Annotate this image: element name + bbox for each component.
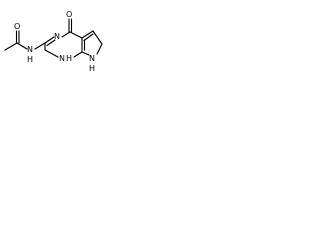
atom-label-o-ring: O (66, 10, 72, 19)
bond-n7-c7a (81, 51, 90, 56)
bond-c4a-c5-b (83, 33, 94, 42)
bond-carbonyl-amide-n (16, 42, 28, 50)
bond-c4a-c5-a (81, 30, 94, 39)
chemical-structure-diagram: O O N H N N H N H (4, 10, 103, 73)
atom-label-h-n7: H (89, 64, 95, 73)
atom-label-n7: N (89, 54, 95, 63)
atom-labels: O O N H N N H N H (14, 10, 95, 73)
atom-label-n3: N (54, 32, 60, 41)
bond-n1-c2 (44, 49, 59, 58)
bond-amide-n-c2 (34, 42, 46, 50)
atom-label-h-n1: H (66, 54, 72, 63)
bond-n3-c4 (61, 31, 71, 38)
bond-methyl-carbonyl (4, 42, 18, 51)
atom-label-o-acetyl: O (14, 22, 20, 31)
bond-c2-n3-b (46, 39, 56, 47)
atom-label-h-amide: H (27, 55, 33, 64)
atom-label-n-amide: N (27, 45, 33, 54)
bonds (4, 18, 103, 58)
bond-c4-c4a (69, 31, 83, 39)
bond-c2-n3-a (44, 36, 55, 44)
bond-c5-c6 (92, 30, 103, 45)
bond-c6-n7 (96, 43, 103, 55)
bond-c7a-n1 (73, 51, 83, 58)
atom-label-n1: N (59, 54, 65, 63)
